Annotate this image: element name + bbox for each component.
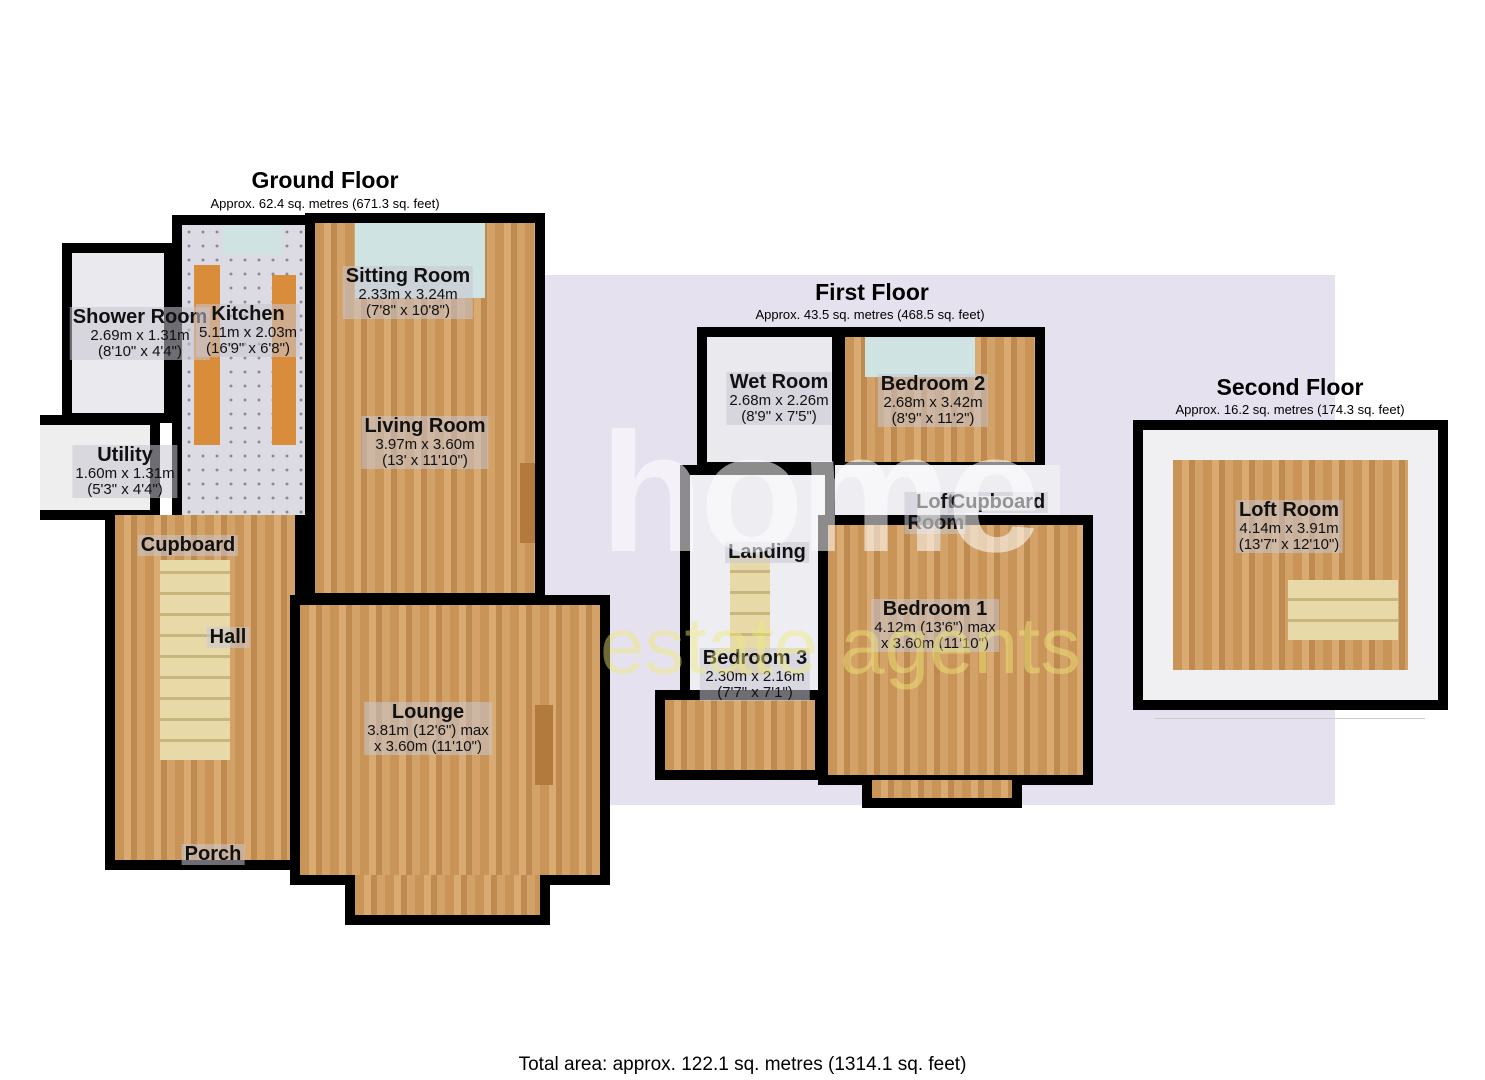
first-floor-title: First Floor xyxy=(815,279,929,305)
watermark-logo: home xyxy=(600,398,1041,588)
room-label: Landing xyxy=(725,542,809,563)
first-floor-area: Approx. 43.5 sq. metres (468.5 sq. feet) xyxy=(755,307,985,322)
kitchen-counter xyxy=(272,275,296,445)
watermark-logo: estate agents xyxy=(600,601,1081,690)
ground-floor-area: Approx. 62.4 sq. metres (671.3 sq. feet) xyxy=(210,196,440,211)
second-floor-area: Approx. 16.2 sq. metres (174.3 sq. feet) xyxy=(1175,402,1405,417)
furniture xyxy=(535,705,553,785)
total-area: Total area: approx. 122.1 sq. metres (13… xyxy=(518,1054,967,1075)
bedroom-3 xyxy=(655,690,825,780)
ground-floor-title: Ground Floor xyxy=(251,167,399,193)
kitchen xyxy=(172,215,315,525)
loft-room xyxy=(1133,420,1448,710)
bay-window xyxy=(862,780,1022,808)
staircase xyxy=(1288,580,1398,640)
second-floor-title: Second Floor xyxy=(1216,374,1364,400)
furniture xyxy=(520,463,535,543)
hall xyxy=(105,515,305,870)
divider xyxy=(1155,718,1425,719)
window xyxy=(865,337,975,377)
bay-window xyxy=(345,875,550,925)
window xyxy=(222,225,282,255)
room-label: Hall xyxy=(206,627,250,648)
room-label: Cupboard xyxy=(137,535,239,556)
staircase xyxy=(160,560,230,760)
room-label: Porch xyxy=(181,844,245,865)
room-label: Cupboard xyxy=(947,492,1049,513)
